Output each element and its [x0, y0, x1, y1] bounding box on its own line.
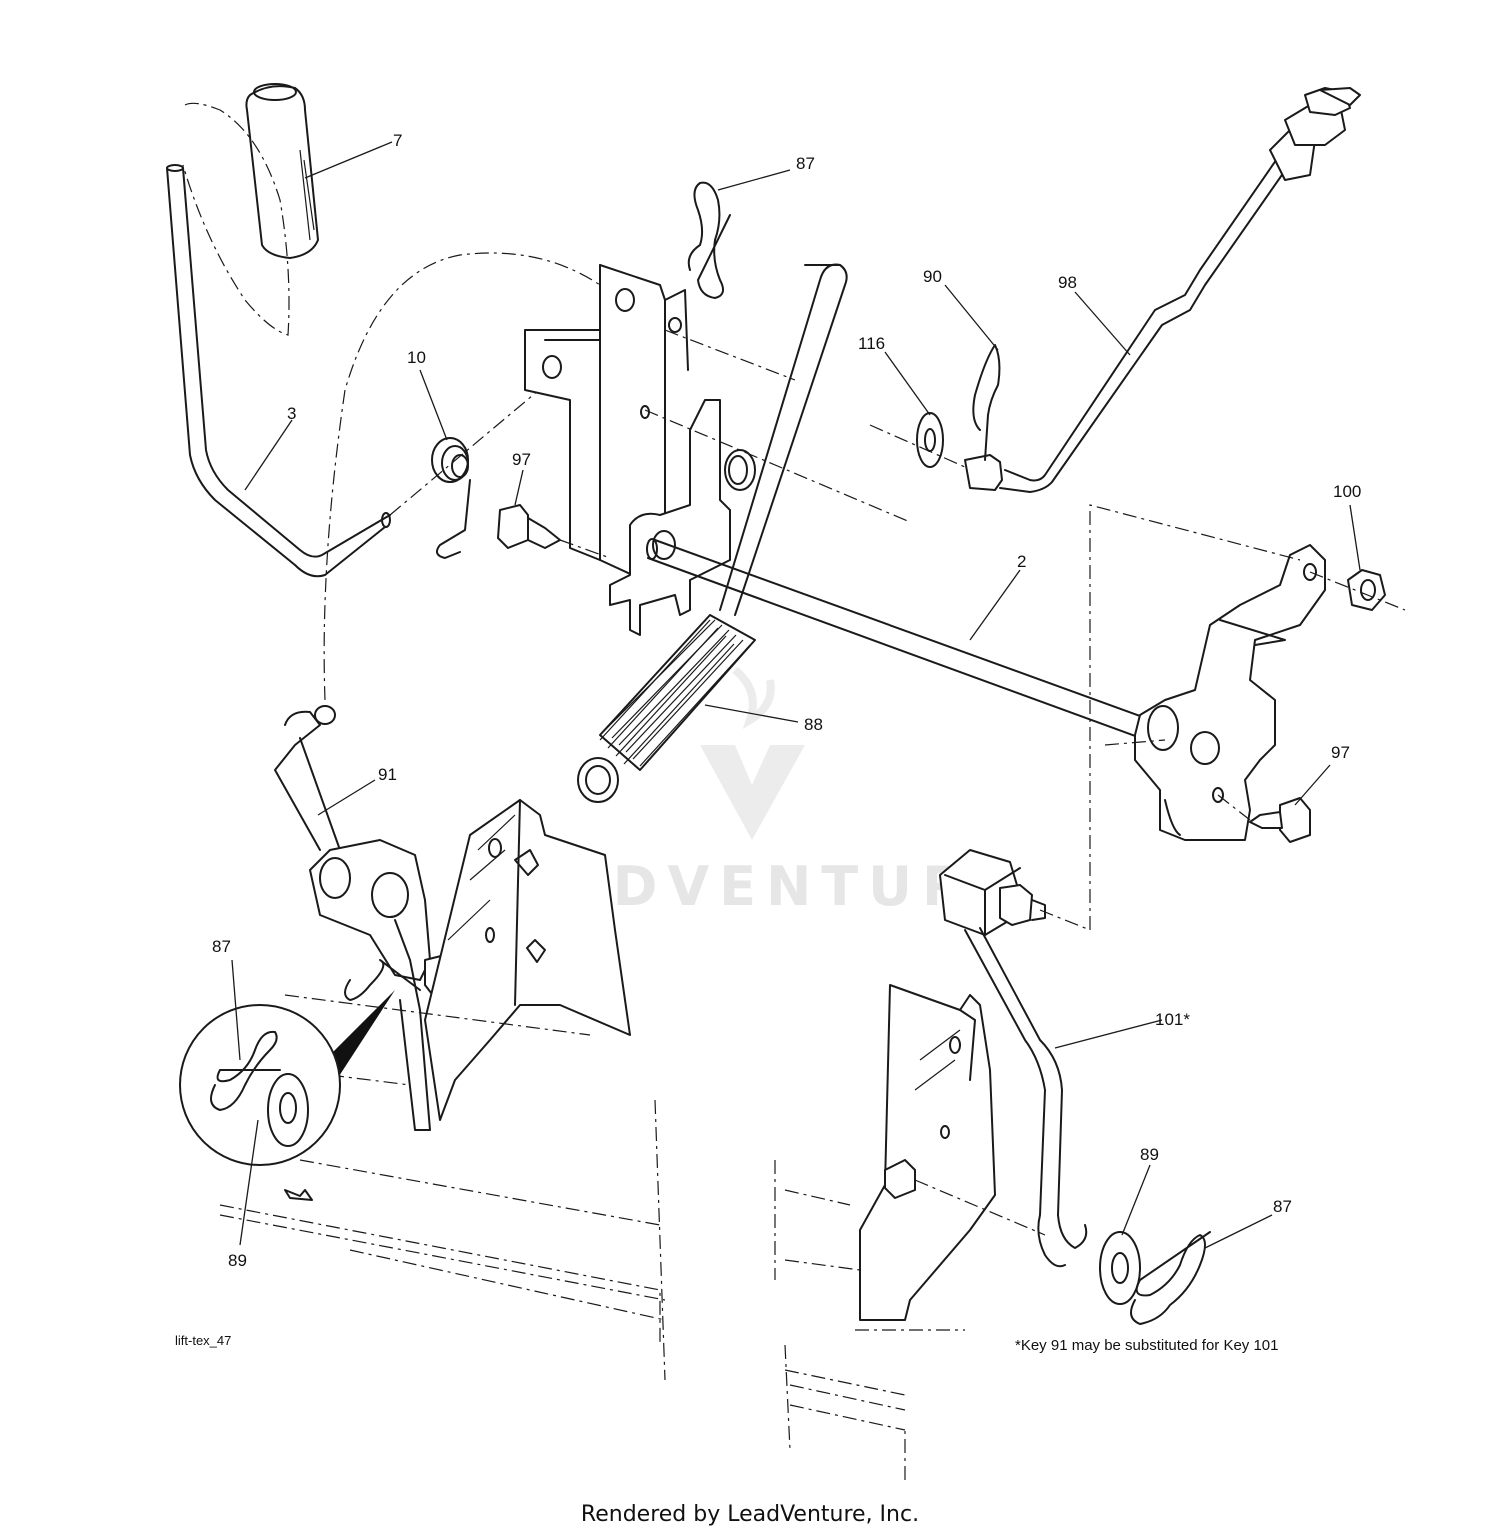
callout-91: 91 — [378, 765, 397, 784]
assembly-guide-arc — [323, 252, 601, 701]
callout-89-left: 89 — [228, 1251, 247, 1270]
grip-guide-line — [182, 102, 290, 336]
lever-101 — [939, 849, 1088, 1268]
hair-pin-87-right — [1130, 1231, 1211, 1325]
footer-credit: Rendered by LeadVenture, Inc. — [580, 1502, 920, 1527]
spring-hook-rod — [719, 263, 848, 616]
callout-87-top: 87 — [796, 154, 815, 173]
callout-97-left: 97 — [512, 450, 531, 469]
pivot-arm-right — [1134, 544, 1326, 841]
leader-lines — [231, 141, 1361, 1249]
callout-7: 7 — [393, 131, 402, 150]
deck-outline — [219, 994, 965, 1480]
callout-101: 101* — [1155, 1010, 1190, 1029]
callout-89-right: 89 — [1140, 1145, 1159, 1164]
detail-inset — [179, 990, 395, 1166]
tension-spring — [577, 614, 756, 803]
bolt-right — [1217, 794, 1311, 843]
hair-pin-90 — [972, 344, 1001, 461]
washer-89-right — [1099, 1231, 1141, 1305]
adjusting-rod — [964, 87, 1361, 493]
callout-10: 10 — [407, 348, 426, 367]
substitution-note: *Key 91 may be substituted for Key 101 — [1015, 1337, 1279, 1354]
callout-2: 2 — [1017, 552, 1026, 571]
side-plate-left — [424, 799, 631, 1121]
nut-100 — [1309, 569, 1406, 611]
washer-116 — [869, 412, 966, 468]
callout-87-left: 87 — [212, 937, 231, 956]
handle-grip — [245, 83, 319, 259]
right-assembly-guide — [1089, 504, 1301, 930]
drawing-code: lift-tex_47 — [175, 1333, 231, 1348]
callout-87-right: 87 — [1273, 1197, 1292, 1216]
callout-98: 98 — [1058, 273, 1077, 292]
callout-90: 90 — [923, 267, 942, 286]
lift-shaft — [646, 538, 1166, 746]
side-plate-right — [859, 984, 1046, 1321]
bolt-left — [497, 504, 611, 559]
pivot-bracket — [609, 399, 911, 636]
torsion-spring — [389, 384, 546, 559]
callout-3: 3 — [287, 404, 296, 423]
hair-pin-87-top — [687, 181, 731, 299]
small-clip — [284, 1189, 313, 1201]
lift-handle-rod — [166, 164, 391, 578]
callout-100: 100 — [1333, 482, 1361, 501]
mounting-bracket — [524, 264, 796, 591]
callout-labels: 7 87 90 98 116 10 3 97 2 100 97 88 91 87… — [212, 131, 1361, 1270]
callout-116: 116 — [858, 334, 885, 353]
callout-88: 88 — [804, 715, 823, 734]
callout-97-right: 97 — [1331, 743, 1350, 762]
